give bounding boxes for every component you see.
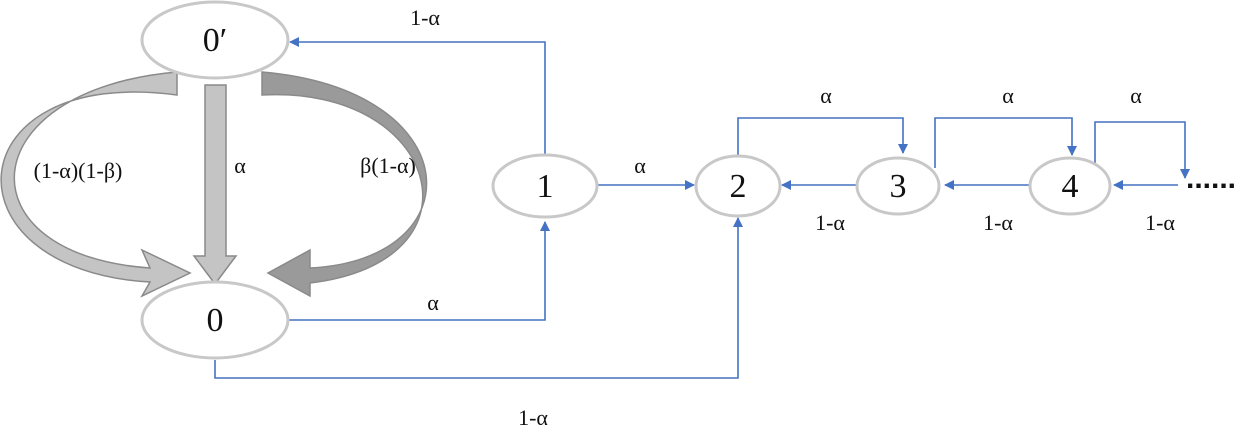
- label-self-left: (1-α)(1-β): [34, 158, 123, 183]
- edge-4-onward: [1094, 121, 1190, 179]
- label-2-to-3: α: [820, 83, 832, 108]
- self-arrow-middle: [192, 84, 238, 286]
- label-onward-to-4: 1-α: [1145, 210, 1175, 235]
- node-2-label: 2: [730, 168, 747, 205]
- node-0-label: 0: [207, 302, 224, 339]
- label-1-to-0prime: 1-α: [410, 5, 440, 30]
- node-3: 3: [855, 156, 941, 216]
- self-arrow-left: [0, 71, 192, 298]
- label-self-middle: α: [234, 153, 246, 178]
- node-0prime: 0′: [140, 0, 290, 80]
- node-4-label: 4: [1062, 168, 1079, 205]
- continuation-dots: ......: [1186, 162, 1236, 195]
- node-0prime-label: 0′: [203, 22, 227, 59]
- node-3-label: 3: [890, 168, 907, 205]
- edge-0-to-2: [214, 217, 743, 379]
- label-3-to-2: 1-α: [815, 210, 845, 235]
- edge-2-to-3: [737, 117, 908, 155]
- edge-1-to-0prime: [289, 37, 546, 155]
- node-1-label: 1: [537, 168, 554, 205]
- label-4-onward: α: [1130, 83, 1142, 108]
- node-0: 0: [140, 280, 290, 360]
- node-2: 2: [694, 154, 782, 218]
- label-0-to-1: α: [427, 290, 439, 315]
- label-self-right: β(1-α): [360, 153, 416, 178]
- node-4: 4: [1028, 156, 1112, 216]
- label-3-to-4: α: [1002, 83, 1014, 108]
- node-1: 1: [491, 153, 599, 219]
- self-arrow-right: [261, 71, 428, 298]
- label-1-to-2: α: [634, 153, 646, 178]
- label-0-to-2: 1-α: [518, 405, 548, 430]
- edge-0-to-1: [288, 221, 550, 321]
- label-4-to-3: 1-α: [983, 210, 1013, 235]
- edge-3-to-4: [934, 117, 1077, 168]
